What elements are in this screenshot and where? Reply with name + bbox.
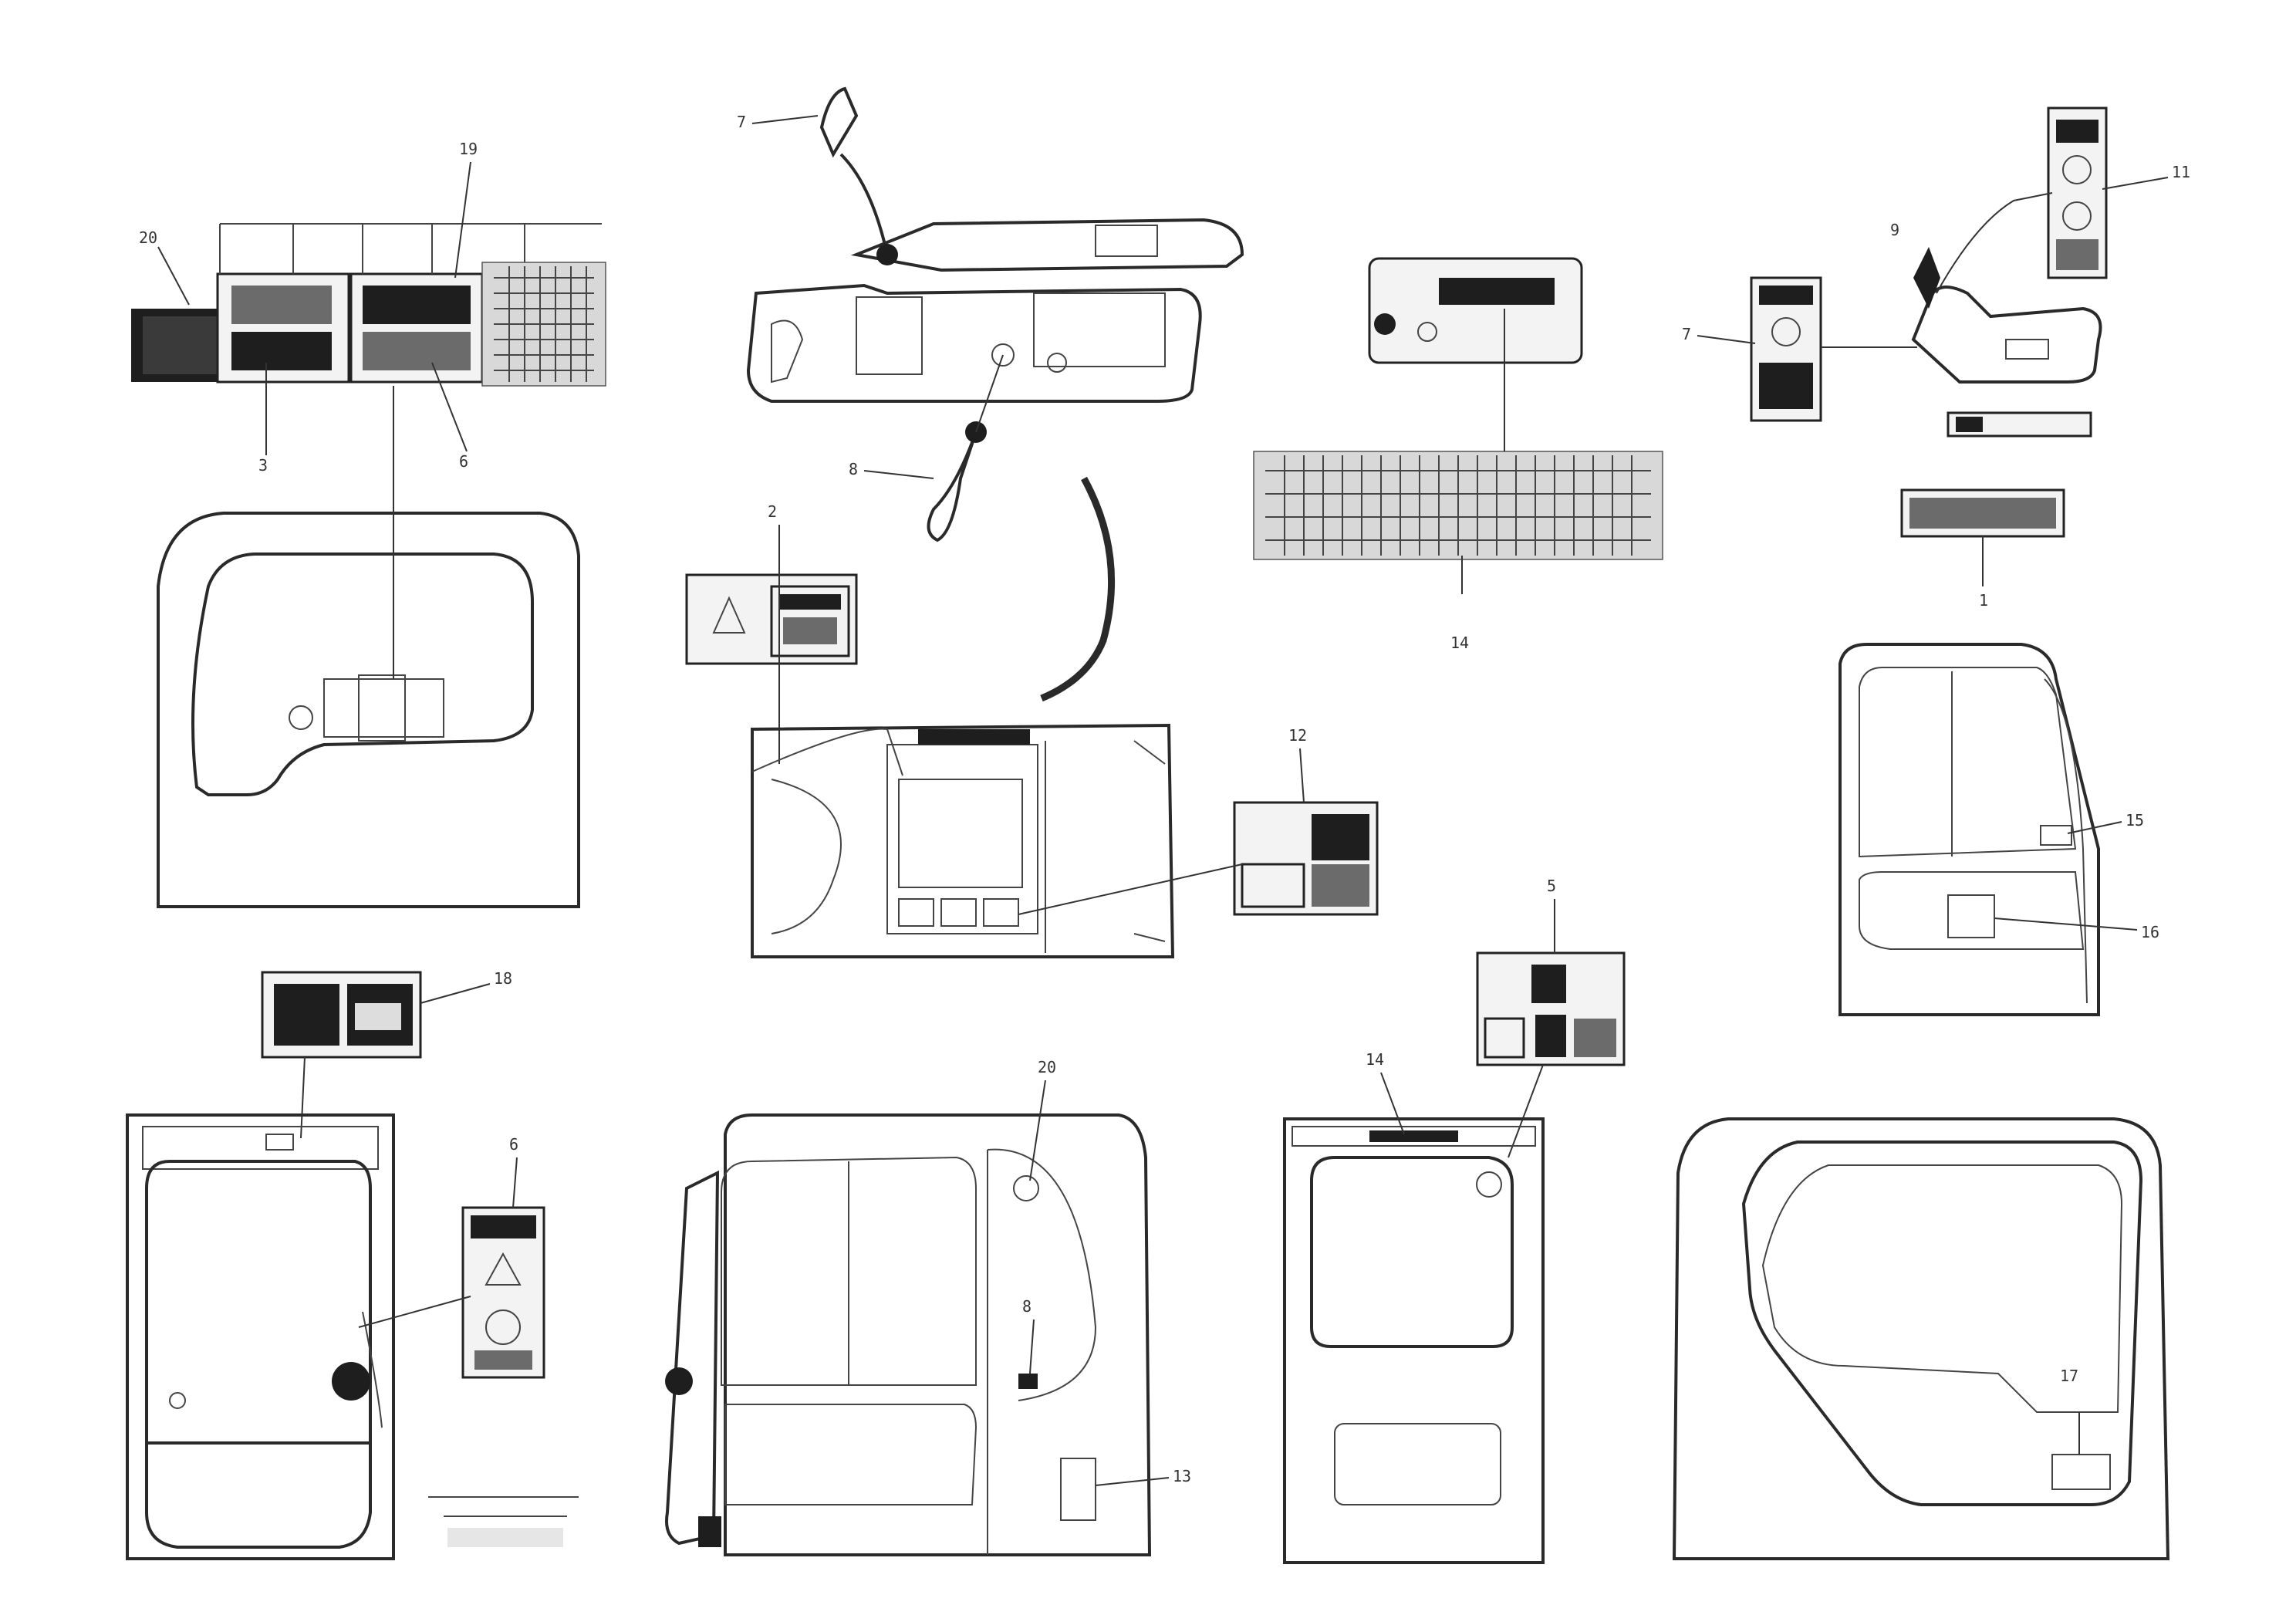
leader-14b	[1380, 1072, 1405, 1135]
cab-rear-view	[157, 386, 580, 908]
decal-block-14	[1253, 257, 1663, 594]
leader-7a	[751, 115, 819, 124]
cab-rear-window-view	[1283, 1117, 1545, 1564]
callout-7b: 7	[1682, 325, 1691, 343]
cab-right-view	[1838, 643, 2100, 1016]
callout-3: 3	[258, 456, 268, 475]
cab-front-view	[126, 1113, 395, 1560]
leader-panel-to-decal	[1018, 863, 1243, 915]
callout-12: 12	[1288, 726, 1307, 745]
decal-vertical-7	[1750, 276, 1822, 422]
decal-pair-5	[1476, 951, 1626, 1066]
cab-rear-side-view	[1672, 1117, 2170, 1560]
leader-20a	[157, 246, 190, 306]
callout-15: 15	[2125, 811, 2144, 830]
cab-side-view	[665, 1113, 1152, 1556]
leader-7b	[1697, 335, 1756, 344]
callout-14b: 14	[1366, 1050, 1384, 1069]
callout-11: 11	[2172, 163, 2190, 181]
decal-pair-center	[685, 573, 858, 665]
callout-13: 13	[1173, 1467, 1191, 1485]
leader-6a	[431, 362, 468, 452]
callout-9a: 9	[1890, 221, 1899, 239]
overhead-console	[746, 86, 1244, 542]
leader-front-to-6	[358, 1296, 471, 1328]
leader-20b	[1029, 1080, 1046, 1181]
callout-2: 2	[768, 502, 777, 521]
decal-vertical-6	[461, 1206, 545, 1379]
instrument-panel	[751, 723, 1175, 958]
decal-pair-bottom-left	[261, 971, 422, 1139]
leader-8b	[1029, 1319, 1035, 1374]
callout-1: 1	[1979, 591, 1988, 610]
callout-14a: 14	[1450, 634, 1469, 652]
callout-7a: 7	[737, 113, 746, 131]
joystick-console	[1821, 192, 2102, 586]
callout-6b: 6	[509, 1135, 518, 1154]
callout-6a: 6	[459, 452, 468, 471]
drawing-stamp	[428, 1496, 579, 1547]
reference-arrow	[1040, 476, 1116, 702]
leader-5-to-cab	[1508, 1064, 1544, 1158]
decal-pair-right-center	[1233, 801, 1379, 916]
leader-15	[2067, 821, 2122, 834]
leader-13	[1095, 1477, 1170, 1486]
decal-strip-top-left	[131, 223, 606, 387]
leader-6b	[512, 1157, 518, 1208]
callout-8b: 8	[1022, 1297, 1032, 1316]
callout-17: 17	[2060, 1367, 2078, 1385]
callout-18: 18	[494, 969, 512, 988]
decal-vertical-11	[2047, 106, 2108, 279]
callout-20a: 20	[139, 228, 157, 247]
callout-16: 16	[2141, 923, 2159, 941]
leader-19	[454, 161, 471, 279]
leader-12	[1299, 748, 1305, 803]
callout-20b: 20	[1038, 1058, 1056, 1076]
leader-18	[420, 983, 491, 1004]
callout-5: 5	[1547, 877, 1556, 895]
leader-8a	[863, 470, 934, 479]
callout-8a: 8	[849, 460, 858, 478]
callout-19: 19	[459, 140, 478, 158]
leader-11	[2102, 177, 2169, 190]
leader-16	[1994, 917, 2138, 931]
